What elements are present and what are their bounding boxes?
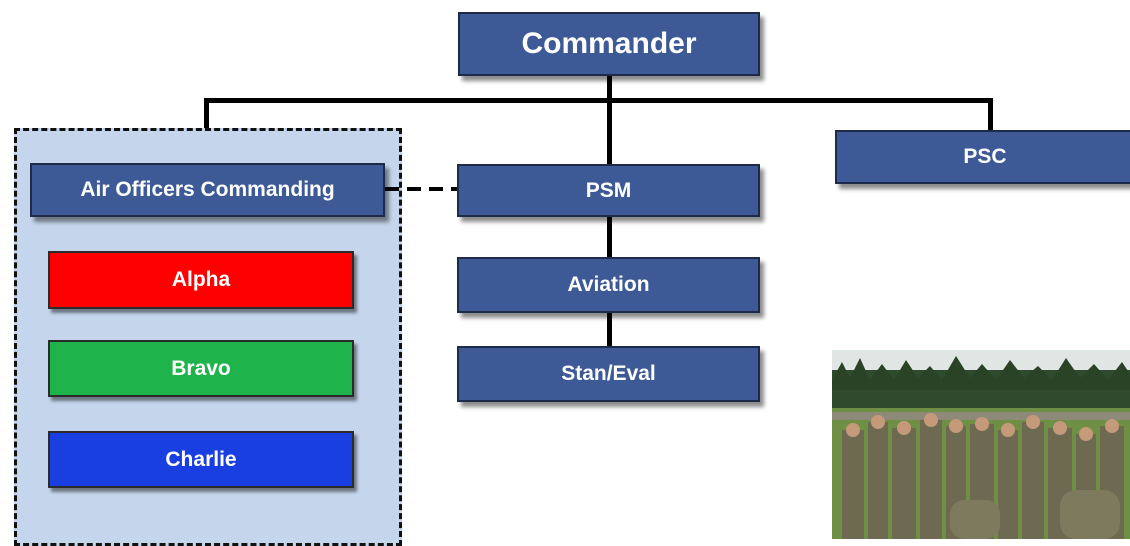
connector-aviation-staneval <box>607 312 612 348</box>
team-charlie-label: Charlie <box>165 447 237 471</box>
connector-psm-aviation <box>607 216 612 258</box>
team-bravo-label: Bravo <box>171 356 231 380</box>
psc-node[interactable]: PSC <box>835 130 1130 184</box>
connector-commander-down <box>607 76 612 166</box>
team-alpha-label: Alpha <box>171 268 231 291</box>
commander-label: Commander <box>521 27 697 60</box>
psm-node[interactable]: PSM <box>457 164 760 217</box>
connector-right-drop <box>988 98 993 130</box>
aoc-node[interactable]: Air Officers Commanding <box>30 163 385 217</box>
group-photo-icon <box>832 350 1130 539</box>
psm-label: PSM <box>585 178 632 202</box>
connector-horizontal-bar <box>204 98 993 103</box>
stan-eval-label: Stan/Eval <box>561 362 656 385</box>
aoc-psm-dashed-link <box>385 187 458 191</box>
stan-eval-node[interactable]: Stan/Eval <box>457 346 760 402</box>
team-alpha[interactable]: Alpha <box>48 251 354 309</box>
connector-left-drop <box>204 98 209 130</box>
team-bravo[interactable]: Bravo <box>48 340 354 397</box>
team-charlie[interactable]: Charlie <box>48 431 354 488</box>
psc-label: PSC <box>963 145 1007 168</box>
commander-node[interactable]: Commander <box>458 12 760 76</box>
aviation-label: Aviation <box>567 273 650 296</box>
aviation-node[interactable]: Aviation <box>457 257 760 313</box>
aoc-label: Air Officers Commanding <box>80 178 335 201</box>
